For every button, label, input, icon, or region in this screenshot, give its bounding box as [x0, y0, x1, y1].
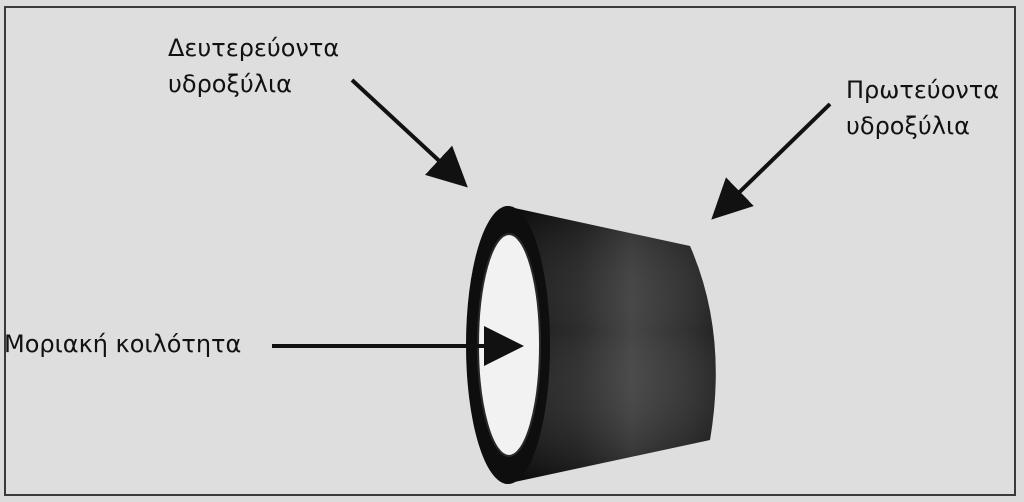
- truncated-cone: [466, 206, 716, 484]
- label-secondary-line-2: υδροξύλια: [168, 70, 292, 98]
- label-primary-hydroxyls: Πρωτεύοντα υδροξύλια: [846, 72, 999, 144]
- label-secondary-line-1: Δευτερεύοντα: [168, 34, 340, 62]
- cone-body-shade: [505, 206, 716, 484]
- arrow-secondary-hydroxyls: [350, 78, 468, 188]
- arrow-primary-hydroxyls: [711, 102, 832, 220]
- label-secondary-hydroxyls: Δευτερεύοντα υδροξύλια: [168, 30, 339, 102]
- label-primary-line-1: Πρωτεύοντα: [846, 76, 1000, 104]
- label-primary-line-2: υδροξύλια: [846, 112, 970, 140]
- label-molecular-cavity: Μοριακή κοιλότητα: [4, 326, 241, 362]
- label-cavity-text: Μοριακή κοιλότητα: [4, 330, 242, 358]
